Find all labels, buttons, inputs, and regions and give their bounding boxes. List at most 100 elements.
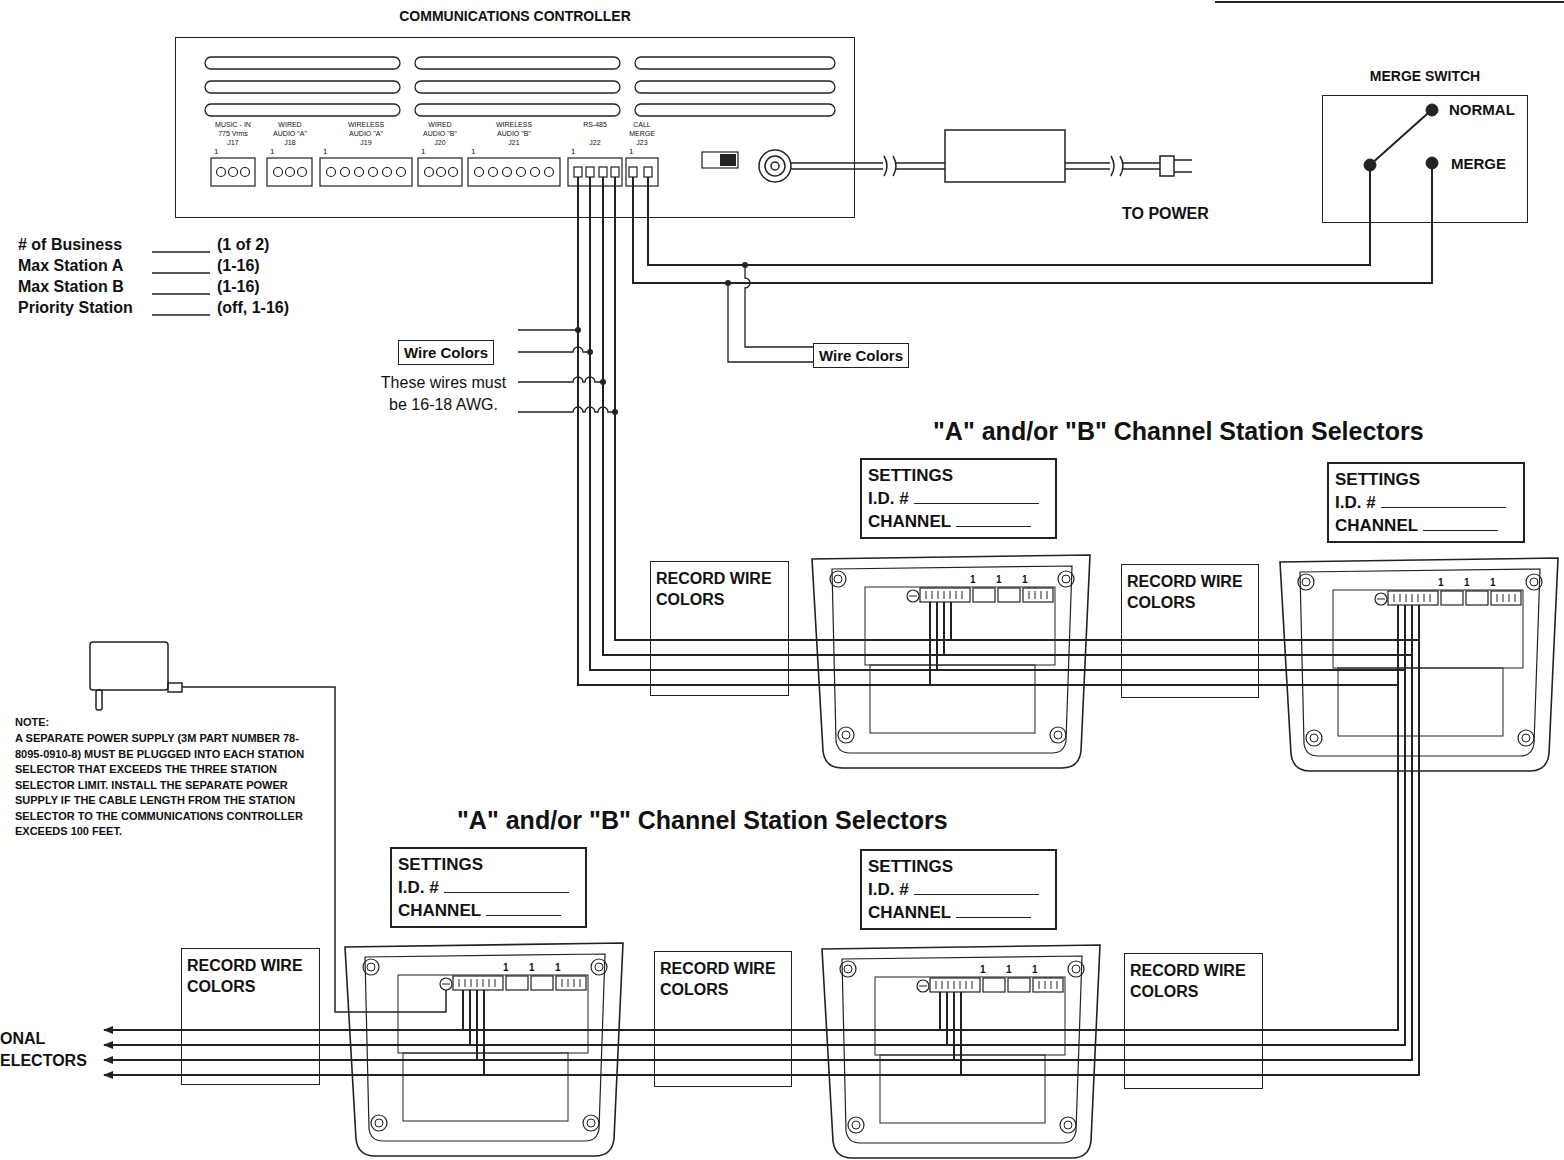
settings-row: SETTINGS bbox=[1335, 468, 1517, 491]
pin-number: 1 bbox=[555, 962, 561, 974]
terminal-label: J19 bbox=[360, 138, 371, 147]
wire-colors-text: Wire Colors bbox=[404, 344, 488, 361]
terminal-blocks bbox=[626, 158, 658, 186]
rs485-wires bbox=[930, 602, 951, 685]
continuation-label: ELECTORS bbox=[0, 1052, 87, 1070]
settings-text: I.D. # bbox=[1335, 493, 1376, 512]
rs485-wires bbox=[104, 177, 1419, 1075]
settings-row: I.D. # bbox=[868, 487, 1049, 510]
terminal-label: 775 Vrms bbox=[218, 129, 248, 138]
terminal-blocks bbox=[217, 168, 226, 177]
leader-lines bbox=[518, 347, 590, 352]
terminal-label: CALL bbox=[633, 120, 651, 129]
fill-in-line bbox=[956, 510, 1031, 527]
settings-row: SETTINGS bbox=[868, 855, 1049, 878]
terminal-blocks bbox=[418, 158, 462, 186]
controller-vents bbox=[635, 57, 835, 69]
settings-row: CHANNEL bbox=[868, 510, 1049, 533]
terminal-blocks bbox=[241, 168, 250, 177]
controller-vents bbox=[205, 81, 400, 93]
record-box: RECORD WIRE COLORS bbox=[181, 948, 320, 1085]
settings-text: CHANNEL bbox=[868, 512, 951, 531]
controller-vents bbox=[205, 104, 400, 116]
terminal-blocks bbox=[574, 167, 582, 177]
fill-in-line bbox=[914, 487, 1039, 504]
box-heading: MERGE SWITCH bbox=[1323, 68, 1527, 84]
contact-label: MERGE bbox=[1451, 155, 1506, 172]
terminal-blocks bbox=[286, 168, 295, 177]
station-selectors bbox=[812, 555, 1090, 768]
terminal-blocks bbox=[274, 168, 283, 177]
junction-dots bbox=[612, 409, 618, 415]
rs485-wires bbox=[104, 177, 1398, 1030]
power-cord bbox=[759, 130, 1192, 182]
power-cord bbox=[1111, 156, 1123, 176]
terminal-blocks bbox=[599, 167, 607, 177]
terminal-blocks bbox=[468, 158, 560, 186]
settings-text: SETTINGS bbox=[868, 857, 953, 876]
continuation-label: ONAL bbox=[0, 1030, 45, 1048]
record-text: RECORD WIRE COLORS bbox=[660, 958, 786, 1000]
settings-text: SETTINGS bbox=[1335, 470, 1420, 489]
terminal-blocks bbox=[327, 168, 336, 177]
setting-field: # of Business bbox=[18, 236, 122, 254]
leader-lines bbox=[745, 265, 813, 347]
settings-row: CHANNEL bbox=[868, 901, 1049, 924]
pin-number: 1 bbox=[571, 147, 575, 156]
rs485-wires bbox=[104, 177, 1405, 1045]
power-switch bbox=[702, 152, 738, 168]
leader-lines bbox=[518, 329, 578, 330]
merge-switch-contacts bbox=[1370, 163, 1432, 223]
leader-lines bbox=[518, 377, 603, 382]
pin-number: 1 bbox=[471, 147, 475, 156]
power-switch bbox=[720, 154, 736, 166]
controller-vents bbox=[635, 81, 835, 93]
merge-wires-in-controller bbox=[633, 177, 648, 218]
terminal-blocks bbox=[437, 168, 446, 177]
terminal-label: AUDIO "B" bbox=[423, 129, 457, 138]
settings-text: CHANNEL bbox=[398, 901, 481, 920]
pin-number: 1 bbox=[323, 147, 327, 156]
terminal-blocks bbox=[211, 158, 255, 186]
power-cord bbox=[884, 156, 896, 176]
wire-colors-box: Wire Colors bbox=[813, 343, 909, 368]
station-power-supply bbox=[96, 690, 102, 710]
record-box: RECORD WIRE COLORS bbox=[1124, 953, 1263, 1089]
station-selectors bbox=[345, 555, 1558, 1158]
pin-number: 1 bbox=[214, 147, 218, 156]
terminal-label: RS-485 bbox=[583, 120, 607, 129]
setting-field: Max Station A bbox=[18, 257, 123, 275]
terminal-blocks bbox=[267, 158, 312, 186]
fill-in-line bbox=[486, 899, 561, 916]
settings-text: I.D. # bbox=[868, 880, 909, 899]
rs485-wires bbox=[940, 992, 961, 1075]
pin-number: 1 bbox=[421, 147, 425, 156]
settings-box: SETTINGSI.D. #CHANNEL bbox=[390, 847, 587, 928]
settings-row: CHANNEL bbox=[1335, 514, 1517, 537]
station-power-supply bbox=[168, 683, 182, 692]
pin-number: 1 bbox=[629, 147, 633, 156]
leader-lines bbox=[728, 283, 813, 362]
settings-text: SETTINGS bbox=[868, 466, 953, 485]
record-text: RECORD WIRE COLORS bbox=[1127, 571, 1253, 613]
settings-text: CHANNEL bbox=[1335, 516, 1418, 535]
rs485-wires bbox=[463, 990, 484, 1075]
power-cord bbox=[771, 162, 779, 170]
terminal-blocks bbox=[517, 168, 526, 177]
power-cord bbox=[1160, 156, 1174, 176]
controller-vents bbox=[415, 57, 620, 69]
terminal-label: WIRELESS bbox=[496, 120, 532, 129]
leader-lines bbox=[152, 252, 210, 315]
record-box: RECORD WIRE COLORS bbox=[1121, 564, 1259, 698]
power-cord bbox=[1174, 160, 1192, 172]
pin-number: 1 bbox=[970, 574, 976, 586]
pin-number: 1 bbox=[1438, 577, 1444, 589]
terminal-label: WIRED bbox=[278, 120, 301, 129]
rs485-wires bbox=[104, 177, 1412, 1060]
switch-box: MERGE SWITCHNORMALMERGE bbox=[1322, 95, 1528, 223]
leader-lines bbox=[518, 407, 615, 412]
terminal-label: J22 bbox=[589, 138, 600, 147]
box-heading: COMMUNICATIONS CONTROLLER bbox=[176, 8, 854, 24]
